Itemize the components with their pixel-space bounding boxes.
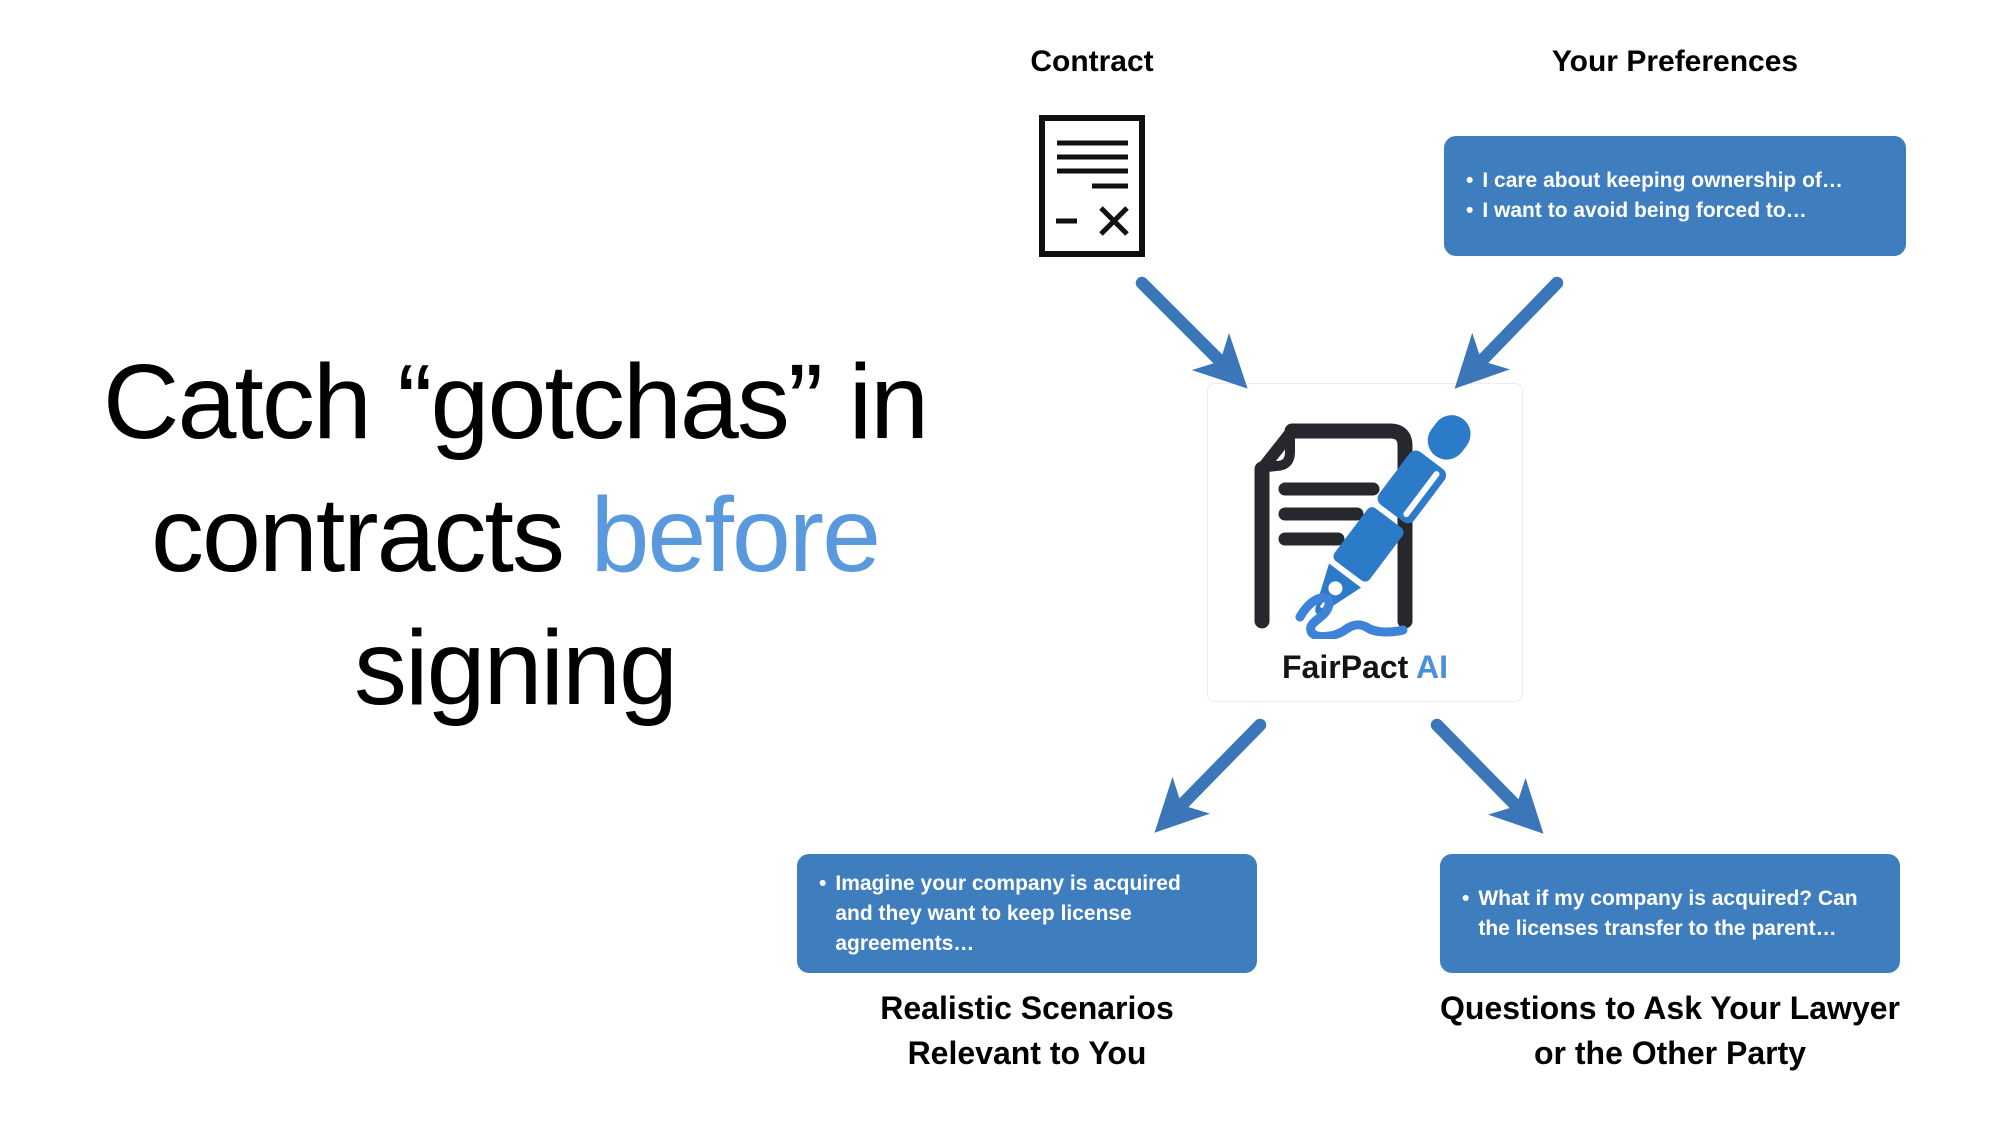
arrow-preferences-to-fairpact [1454, 276, 1564, 389]
questions-bullet: • What if my company is acquired? Can th… [1462, 884, 1878, 944]
scenarios-caption: Realistic Scenarios Relevant to You [777, 986, 1277, 1076]
questions-caption-line2: or the Other Party [1533, 1035, 1807, 1071]
brand-wordmark: FairPact AI [1282, 649, 1448, 686]
brand-suffix: AI [1415, 649, 1448, 685]
questions-box: • What if my company is acquired? Can th… [1440, 854, 1900, 973]
scenarios-caption-line1: Realistic Scenarios [880, 990, 1174, 1026]
preferences-bullet-1-text: I care about keeping ownership of… [1482, 169, 1843, 192]
preferences-box: • I care about keeping ownership of… • I… [1444, 136, 1906, 256]
headline-line1: Catch “gotchas” in [102, 343, 929, 461]
pen-icon [1315, 415, 1471, 614]
contract-label: Contract [1030, 45, 1154, 78]
preferences-bullet-1: • I care about keeping ownership of… [1466, 166, 1884, 196]
bullet-dot: • [1466, 199, 1474, 222]
arrow-contract-to-fairpact [1135, 276, 1248, 389]
headline-line2: contracts before [20, 469, 1010, 602]
main-headline: Catch “gotchas” in contracts before sign… [20, 336, 1010, 735]
bullet-dot: • [1462, 886, 1470, 910]
questions-caption: Questions to Ask Your Lawyer or the Othe… [1395, 986, 1945, 1076]
headline-highlight: before [590, 476, 881, 594]
fairpact-card: FairPact AI [1207, 383, 1523, 702]
preferences-label: Your Preferences [1551, 45, 1799, 78]
contract-document-icon [1039, 115, 1145, 257]
headline-line3: signing [354, 609, 678, 727]
arrow-fairpact-to-scenarios [1154, 718, 1267, 833]
questions-bullet-text: What if my company is acquired? Can the … [1478, 886, 1858, 940]
bullet-dot: • [1466, 169, 1474, 192]
scenarios-bullet-text: Imagine your company is acquired and the… [835, 871, 1181, 955]
scenarios-caption-line2: Relevant to You [907, 1035, 1147, 1071]
preferences-bullet-2: • I want to avoid being forced to… [1466, 196, 1884, 226]
brand-name: FairPact [1282, 649, 1409, 685]
document-pen-signature-icon [1254, 415, 1471, 639]
arrow-fairpact-to-questions [1430, 718, 1544, 834]
bullet-dot: • [819, 871, 827, 895]
scenarios-box: • Imagine your company is acquired and t… [797, 854, 1257, 973]
scenarios-bullet: • Imagine your company is acquired and t… [819, 869, 1235, 959]
preferences-bullet-2-text: I want to avoid being forced to… [1482, 199, 1807, 222]
questions-caption-line1: Questions to Ask Your Lawyer [1440, 990, 1900, 1026]
headline-line2-black: contracts [150, 476, 565, 594]
